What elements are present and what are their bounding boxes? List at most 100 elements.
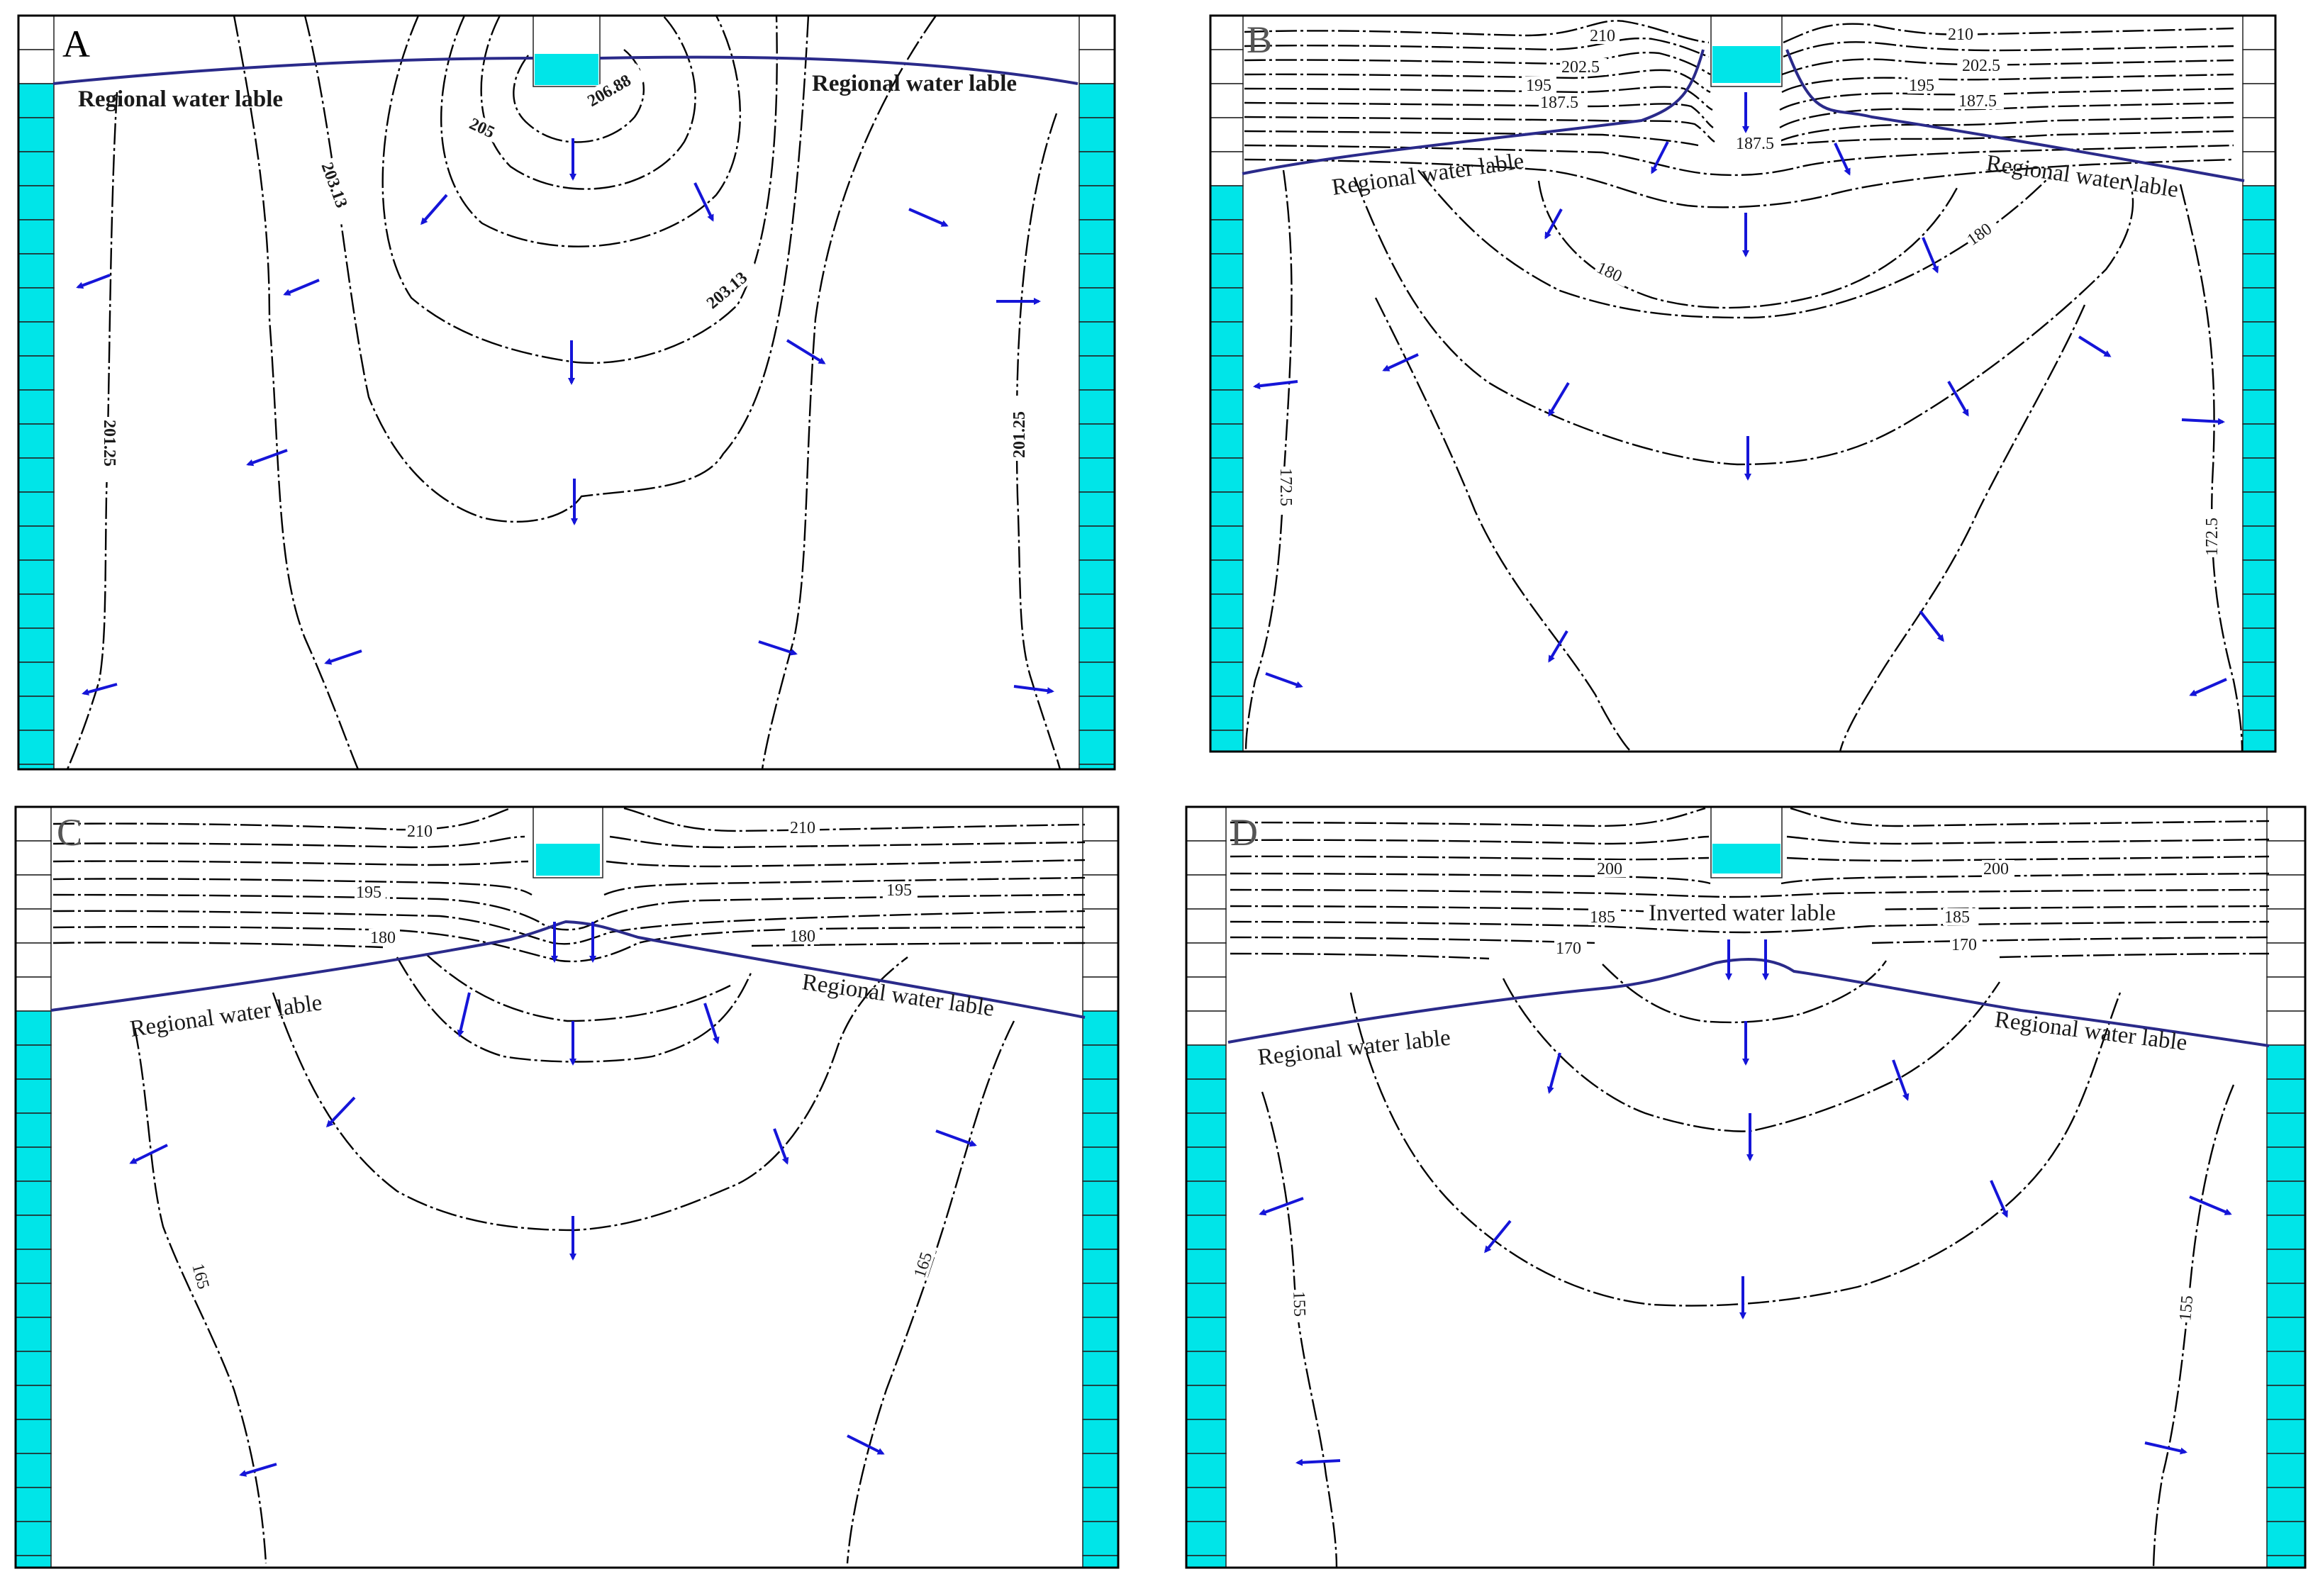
flow-arrow-icon <box>2189 1195 2232 1215</box>
contour-line <box>1230 936 2270 944</box>
flow-arrow-icon <box>129 1144 168 1164</box>
panel-d-left-column <box>1186 806 1227 1568</box>
flow-arrow-icon <box>1484 1220 1512 1254</box>
boundary-cell-dry <box>1082 976 1119 1012</box>
boundary-cell-aquifer <box>1082 1317 1119 1352</box>
panel-b-contours <box>1244 20 2244 752</box>
boundary-cell-aquifer <box>2266 1487 2306 1522</box>
boundary-cell-aquifer <box>1210 321 1244 357</box>
panel-b-left-column <box>1210 15 1244 752</box>
boundary-cell-aquifer <box>2242 662 2276 697</box>
boundary-cell-dry <box>1186 840 1227 876</box>
boundary-cell-aquifer <box>1079 117 1115 152</box>
boundary-cell-dry <box>15 942 52 978</box>
boundary-cell-aquifer <box>18 662 55 697</box>
boundary-cell-aquifer <box>1079 287 1115 323</box>
boundary-cell-aquifer <box>18 117 55 152</box>
contour-line <box>1244 101 2234 129</box>
boundary-cell-aquifer <box>2242 423 2276 459</box>
boundary-cell-aquifer <box>1210 525 1244 561</box>
boundary-cell-aquifer <box>1082 1044 1119 1080</box>
panel-d-flow-arrows <box>1259 939 2232 1466</box>
boundary-cell-aquifer <box>15 1487 52 1522</box>
boundary-cell-dry <box>1210 151 1244 186</box>
boundary-cell-aquifer <box>2242 525 2276 561</box>
contour-line <box>1230 920 2270 934</box>
water-table-label: Regional water lable <box>128 990 323 1042</box>
boundary-cell-aquifer <box>2266 1146 2306 1182</box>
panel-c-contours <box>52 807 1086 1564</box>
flow-arrow-icon <box>758 640 798 656</box>
boundary-cell-aquifer <box>18 253 55 289</box>
boundary-cell-aquifer <box>15 1317 52 1352</box>
boundary-cell-aquifer <box>1082 1078 1119 1114</box>
contour-line <box>761 15 937 770</box>
boundary-cell-dry <box>15 908 52 944</box>
boundary-cell-aquifer <box>18 525 55 561</box>
boundary-cell-aquifer <box>1082 1487 1119 1522</box>
boundary-cell-aquifer <box>1082 1283 1119 1318</box>
panel-d-contours <box>1230 807 2270 1568</box>
contour-line <box>1230 888 2270 898</box>
flow-arrow-icon <box>1651 141 1669 174</box>
boundary-cell-aquifer <box>1082 1010 1119 1046</box>
panel-d-contour-labels: 200 200 185 185 170 170 155 155 <box>1289 860 2197 1323</box>
boundary-cell-dry <box>2266 840 2306 876</box>
boundary-cell-dry <box>2266 908 2306 944</box>
boundary-cell-aquifer <box>2242 593 2276 629</box>
panel-d: 200 200 185 185 170 170 155 155 <box>1185 805 2307 1569</box>
boundary-cell-aquifer <box>1210 219 1244 255</box>
panel-b: 210 210 202.5 202.5 195 195 187.5 187.5 … <box>1209 14 2277 753</box>
boundary-cell-dry <box>1079 15 1115 50</box>
flow-arrow-icon <box>908 208 949 227</box>
boundary-cell-aquifer <box>18 219 55 255</box>
boundary-cell-aquifer <box>18 355 55 391</box>
boundary-cell-aquifer <box>1186 1487 1227 1522</box>
contour-line <box>1502 978 2000 1132</box>
boundary-cell-aquifer <box>1079 730 1115 765</box>
boundary-cell-aquifer <box>1079 696 1115 731</box>
boundary-cell-aquifer <box>2266 1351 2306 1386</box>
panel-label: C <box>57 811 82 854</box>
boundary-cell-aquifer <box>18 83 55 118</box>
boundary-cell-aquifer <box>1210 491 1244 527</box>
boundary-cell-aquifer <box>1186 1283 1227 1318</box>
pond-water <box>536 844 600 876</box>
boundary-cell-aquifer <box>1082 1181 1119 1216</box>
boundary-cell-aquifer <box>1210 696 1244 731</box>
boundary-cell-aquifer <box>2266 1419 2306 1454</box>
boundary-cell-dry <box>1210 49 1244 84</box>
boundary-cell-dry <box>15 806 52 842</box>
contour-label: 155 <box>2176 1295 2197 1322</box>
boundary-cell-aquifer <box>1082 1146 1119 1182</box>
panel-a-contours <box>66 15 1061 770</box>
boundary-cell-aquifer <box>2242 627 2276 663</box>
regional-water-table <box>1242 49 2245 182</box>
flow-arrow-icon <box>1544 208 1563 240</box>
flow-arrow-icon <box>2078 335 2112 357</box>
boundary-cell-aquifer <box>1186 1249 1227 1284</box>
contour-line <box>52 876 1086 896</box>
boundary-cell-dry <box>2242 117 2276 152</box>
flow-arrow-icon <box>2144 1441 2187 1455</box>
contour-line <box>1244 144 2234 177</box>
panel-c-frame <box>14 805 1120 1569</box>
contour-label: 155 <box>1289 1291 1308 1317</box>
panel-c-left-column <box>15 806 52 1568</box>
panel-a-right-column <box>1079 15 1115 770</box>
contour-line <box>1244 158 2234 208</box>
boundary-cell-aquifer <box>2242 457 2276 493</box>
boundary-cell-aquifer <box>1210 662 1244 697</box>
contour-line <box>396 956 753 1063</box>
boundary-cell-aquifer <box>2242 185 2276 221</box>
contour-line <box>425 953 731 1022</box>
boundary-cell-aquifer <box>1210 730 1244 752</box>
contour-line <box>1230 807 2270 827</box>
boundary-cell-aquifer <box>1079 662 1115 697</box>
contour-label: 195 <box>886 881 912 900</box>
flow-arrow-icon <box>693 182 714 222</box>
panel-label: B <box>1247 18 1272 61</box>
boundary-cell-aquifer <box>2266 1112 2306 1148</box>
contour-label: 195 <box>1909 77 1934 95</box>
contour-line <box>1230 952 2270 960</box>
